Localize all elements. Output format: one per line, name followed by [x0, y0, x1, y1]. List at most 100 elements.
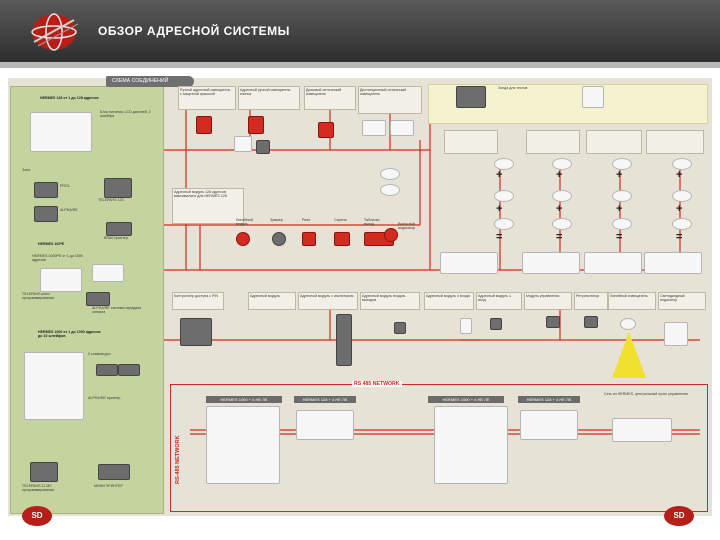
hermes-16-panel — [40, 268, 82, 292]
detector-base-icon — [390, 120, 414, 136]
left-item: МИНИ ПРИНТЕР — [94, 484, 123, 488]
equals-sign: = — [496, 231, 503, 243]
detector-base-icon — [612, 190, 632, 202]
equals-sign: = — [556, 231, 563, 243]
sd-logo-left: SD — [22, 506, 52, 526]
detector-icon — [552, 158, 572, 170]
detector-base-icon — [552, 190, 572, 202]
printer-icon — [106, 222, 132, 236]
beam-light-icon — [612, 332, 646, 378]
left-item: ALPHA/RE система передачи сигнала — [92, 306, 142, 315]
lower-caption-panel — [658, 292, 706, 310]
lower-caption: Адресный модуль с изолятором — [300, 294, 354, 298]
left-item: TELEPAHS 11 MC программирования — [22, 484, 55, 493]
alarm-button-icon — [318, 122, 334, 138]
beacon-icon — [384, 228, 398, 242]
left-item: HERMES 16/PE — [38, 242, 65, 246]
detector-photo — [440, 252, 498, 274]
lower-caption-panel — [574, 292, 608, 310]
lower-caption-panel — [524, 292, 572, 310]
plus-sign: + — [676, 169, 683, 181]
detector-base-icon — [362, 120, 386, 136]
lower-caption: Адресный модуль входов-выходов — [362, 294, 406, 303]
hermes-128-panel — [296, 410, 354, 440]
plus-sign: + — [676, 203, 683, 215]
central-console — [612, 418, 672, 442]
header-stripe — [0, 62, 720, 68]
left-item: HERMES 1000PE от 1 до 1000 адресов — [32, 254, 83, 263]
lower-caption: Светодиодный индикатор — [660, 294, 685, 303]
hermes-128-panel — [30, 112, 92, 152]
rs485-side-label: RS-485 NETWORK — [175, 435, 181, 484]
left-item: HERMES 128 от 1 до 128 адресов — [40, 96, 99, 100]
pro1-device — [34, 182, 58, 198]
mid-caption: Сирена — [334, 218, 347, 222]
header-bar: ОБЗОР АДРЕСНОЙ СИСТЕМЫ — [0, 0, 720, 62]
keypad-device — [118, 364, 140, 376]
device-caption: Адресный ручной извещатель кнопка — [240, 88, 291, 97]
laptop-icon — [104, 178, 132, 198]
keypad-device — [96, 364, 118, 376]
device-caption-panel — [238, 86, 300, 110]
mid-caption: Табличка выход — [364, 218, 380, 227]
plus-sign: + — [556, 203, 563, 215]
left-item: TELEPAHS 123 — [98, 198, 124, 202]
network-panel-tab: HERMES 128 + 4 НЕ ЛЕ — [294, 396, 356, 403]
alpha-re-transmitter — [86, 292, 110, 306]
network-panel-tab: HERMES 128 + 4 НЕ ЛЕ — [518, 396, 580, 403]
lower-caption: Адресный модуль — [250, 294, 281, 298]
detector-icon — [672, 218, 692, 230]
lower-caption-panel — [360, 292, 420, 310]
mid-caption: Зуммер — [270, 218, 283, 222]
tester-icon — [582, 86, 604, 108]
module-caption: Адресный модуль 128 адресов максимально … — [174, 190, 227, 199]
key-icon — [256, 140, 270, 154]
device-caption: Дистанционный оптический извещатель — [360, 88, 407, 97]
access-controller-icon — [180, 318, 212, 346]
siren-icon — [334, 232, 350, 246]
hermes-1000-panel — [24, 352, 84, 420]
module-red-icon — [236, 232, 250, 246]
lower-caption-panel — [298, 292, 358, 310]
device-caption: Ручной адресный извещатель с защитной кр… — [180, 88, 231, 97]
globe-logo-icon — [31, 13, 79, 51]
rs485-label: RS 485 NETWORK — [352, 381, 402, 387]
network-panel-tab: HERMES 1000 + 4 НЕ ЛЕ — [428, 396, 504, 403]
alpha-re-device — [34, 206, 58, 222]
left-item: ALPHA/RE — [60, 208, 78, 212]
module-icon — [460, 318, 472, 334]
left-item: Зона — [22, 168, 31, 172]
plus-sign: + — [496, 169, 503, 181]
relay-icon — [302, 232, 316, 246]
detector-photo — [522, 252, 580, 274]
mini-printer-device — [98, 464, 130, 480]
lower-caption-panel — [172, 292, 224, 310]
test-kit-case-icon — [456, 86, 486, 108]
lower-caption: Модуль управления — [526, 294, 560, 298]
keyboard-device — [92, 264, 124, 282]
detector-icon — [494, 158, 514, 170]
plus-sign: + — [616, 169, 623, 181]
power-supply-icon — [336, 314, 352, 366]
smoke-detector-icon — [380, 168, 400, 180]
left-item: PRO1 — [60, 184, 70, 188]
device-caption-panel — [304, 86, 356, 110]
sd-logo-right: SD — [664, 506, 694, 526]
manual-call-point-icon — [248, 116, 264, 134]
left-item: Блок питания, LCD дисплей, 2 шлейфа — [100, 110, 151, 119]
left-item: ALPHA/RE принтер — [88, 396, 121, 400]
buzzer-icon — [272, 232, 286, 246]
detector-caption-panel — [444, 130, 498, 154]
left-item: 2 клавиатуры — [88, 352, 111, 356]
repeater-icon — [584, 316, 598, 328]
detector-caption-panel — [586, 130, 642, 154]
detector-photo — [584, 252, 642, 274]
detector-caption-panel — [526, 130, 580, 154]
test-kit-caption: Зонда для тестов — [498, 86, 528, 90]
laptop-icon — [30, 462, 58, 482]
mid-caption: Реле — [302, 218, 311, 222]
plus-sign: + — [556, 169, 563, 181]
plus-sign: + — [616, 203, 623, 215]
mid-caption: Выносной индикатор — [398, 222, 416, 231]
left-item: BRA0 принтер — [104, 236, 128, 240]
